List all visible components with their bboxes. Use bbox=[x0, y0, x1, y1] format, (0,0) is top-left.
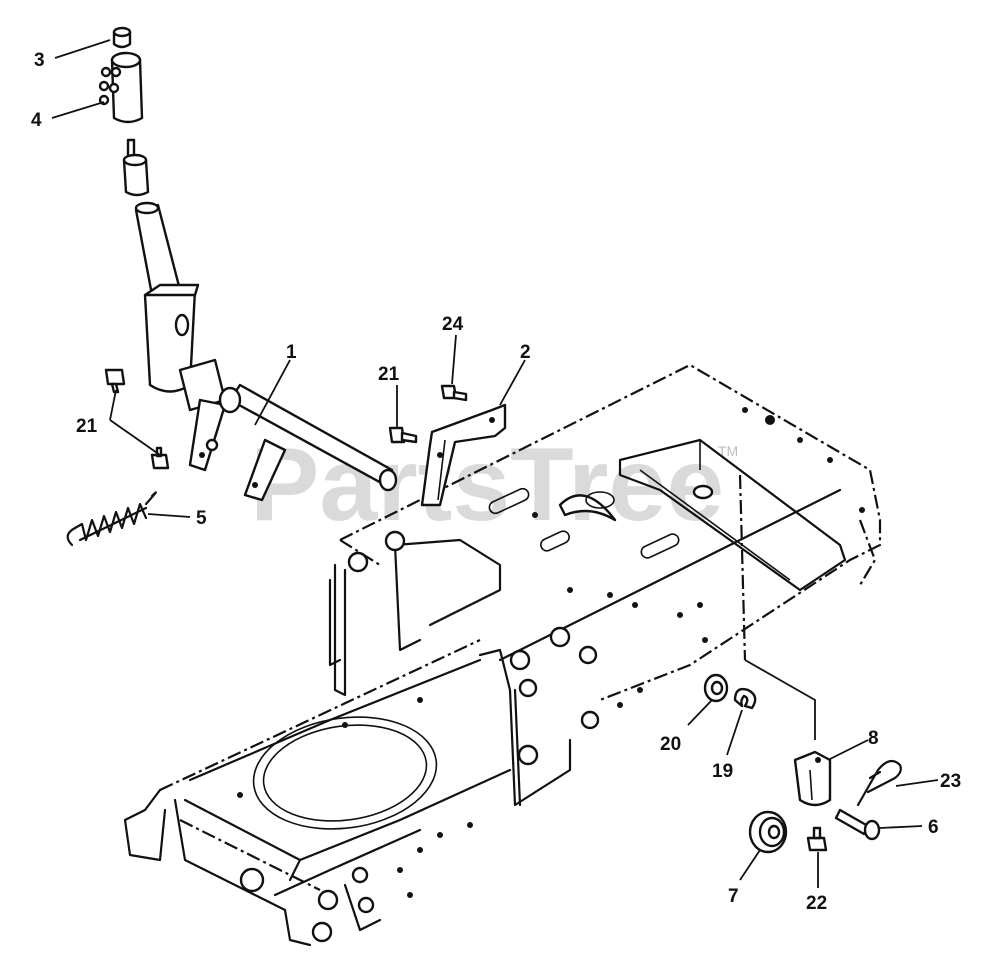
callout-21-left[interactable]: 21 bbox=[76, 416, 98, 437]
part-4-grip[interactable] bbox=[98, 51, 144, 124]
callout-4[interactable]: 4 bbox=[31, 110, 42, 131]
callout-leaders bbox=[51, 39, 939, 888]
part-7-pulley[interactable] bbox=[748, 810, 788, 854]
callout-23[interactable]: 23 bbox=[940, 771, 961, 792]
part-23-hairpin[interactable] bbox=[856, 759, 902, 807]
callout-8[interactable]: 8 bbox=[868, 728, 879, 749]
part-2-bracket[interactable] bbox=[420, 403, 507, 507]
part-1-lever-shaft[interactable] bbox=[178, 358, 398, 502]
callout-19[interactable]: 19 bbox=[712, 761, 733, 782]
callout-22[interactable]: 22 bbox=[806, 893, 827, 914]
part-24-bolt[interactable] bbox=[440, 384, 468, 402]
part-22-bolt[interactable] bbox=[806, 826, 828, 852]
part-5-spring[interactable] bbox=[66, 491, 157, 547]
part-6-pin[interactable] bbox=[834, 808, 881, 841]
callout-24[interactable]: 24 bbox=[442, 314, 464, 335]
callout-2[interactable]: 2 bbox=[520, 342, 531, 363]
callout-5[interactable]: 5 bbox=[196, 508, 207, 529]
part-19-clip[interactable] bbox=[733, 687, 757, 710]
callout-labels: 3 4 1 21 21 24 2 5 20 19 8 23 6 7 22 bbox=[31, 50, 961, 914]
callout-1[interactable]: 1 bbox=[286, 342, 297, 363]
callout-20[interactable]: 20 bbox=[660, 734, 681, 755]
callout-21-middle[interactable]: 21 bbox=[378, 364, 400, 385]
callout-6[interactable]: 6 bbox=[928, 817, 939, 838]
callout-7[interactable]: 7 bbox=[728, 886, 739, 907]
shift-lever-shaft[interactable] bbox=[122, 138, 200, 393]
part-8-clevis[interactable] bbox=[793, 750, 832, 807]
frame-assembly bbox=[123, 363, 882, 947]
callout-3[interactable]: 3 bbox=[34, 50, 45, 71]
trademark-mark: TM bbox=[718, 443, 738, 459]
part-21-bolt-middle[interactable] bbox=[388, 426, 418, 444]
part-20-bushing[interactable] bbox=[703, 673, 729, 703]
part-3-cap[interactable] bbox=[112, 26, 132, 49]
